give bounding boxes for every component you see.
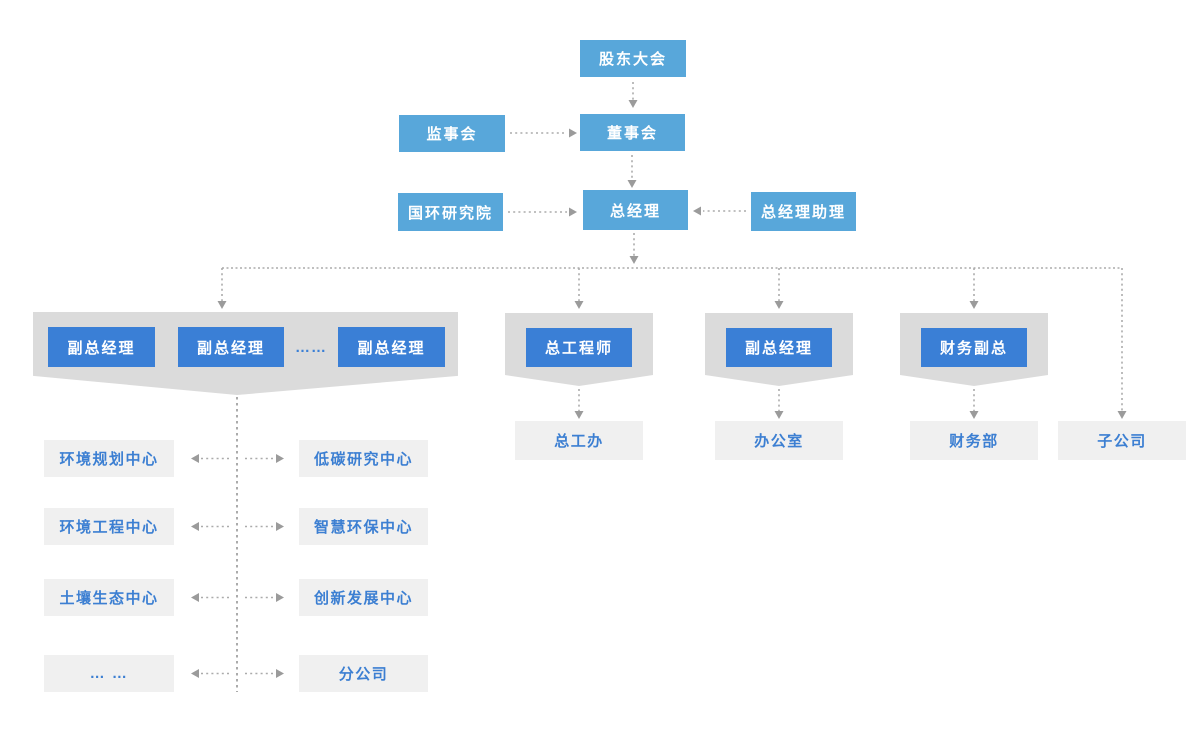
box-finance-vp: 财务副总: [921, 328, 1027, 367]
box-board-of-directors: 董事会: [580, 114, 685, 151]
center-box-smart-environment: 智慧环保中心: [299, 508, 428, 545]
dept-box-finance-dept: 财务部: [910, 421, 1038, 460]
center-box-low-carbon-research: 低碳研究中心: [299, 440, 428, 477]
box-deputy-gm-1: 副总经理: [48, 327, 155, 367]
dept-box-subsidiary: 子公司: [1058, 421, 1186, 460]
center-box-env-engineering: 环境工程中心: [44, 508, 174, 545]
box-shareholders-meeting: 股东大会: [580, 40, 686, 77]
center-box-innovation-development: 创新发展中心: [299, 579, 428, 616]
box-general-manager: 总经理: [583, 190, 688, 230]
box-research-institute: 国环研究院: [398, 193, 503, 231]
box-chief-engineer: 总工程师: [526, 328, 632, 367]
box-deputy-gm-office: 副总经理: [726, 328, 832, 367]
center-box-env-planning: 环境规划中心: [44, 440, 174, 477]
box-supervisory-board: 监事会: [399, 115, 505, 152]
dept-box-general-office: 办公室: [715, 421, 843, 460]
box-deputy-gm-3: 副总经理: [338, 327, 445, 367]
center-box-soil-ecology: 土壤生态中心: [44, 579, 174, 616]
box-gm-assistant: 总经理助理: [751, 192, 856, 231]
center-box-branch-company: 分公司: [299, 655, 428, 692]
box-deputy-gm-2: 副总经理: [178, 327, 284, 367]
center-box-ellipsis: … …: [44, 655, 174, 692]
dept-box-chief-engineer-office: 总工办: [515, 421, 643, 460]
deputy-gm-ellipsis: ……: [295, 338, 327, 356]
